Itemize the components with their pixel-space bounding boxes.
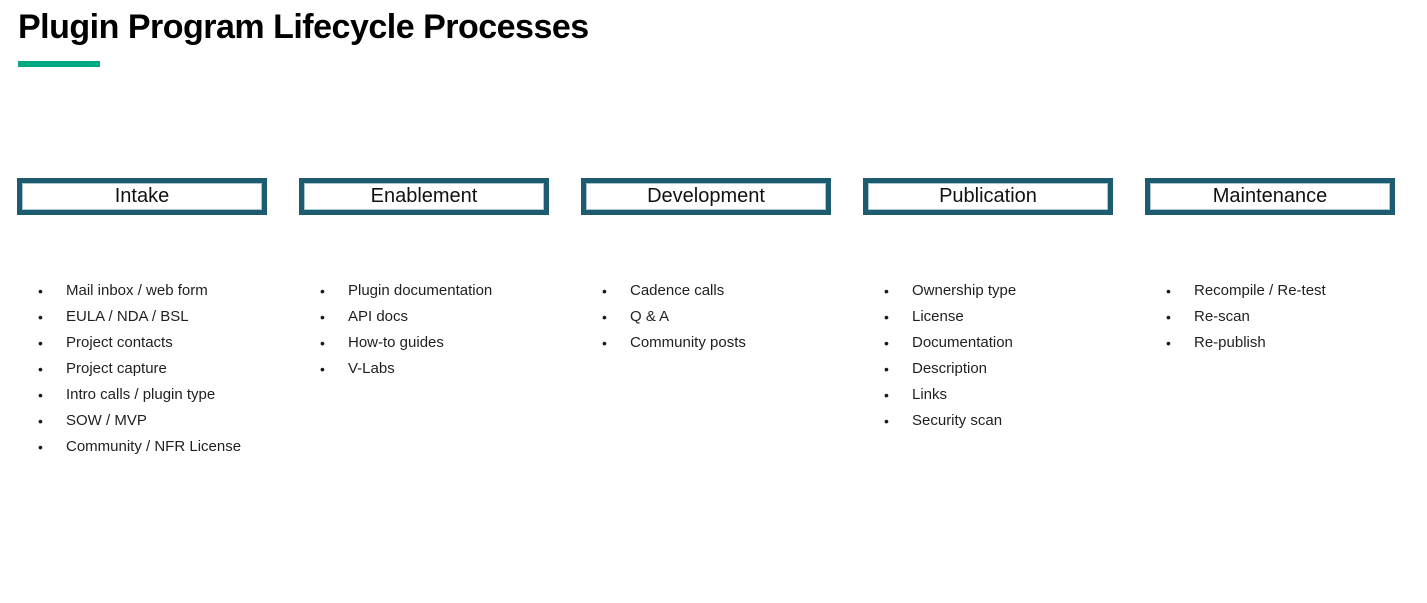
list-item: Mail inbox / web form (17, 278, 267, 304)
stage-column-development: Development Cadence calls Q & A Communit… (581, 178, 831, 460)
list-item: Links (863, 382, 1113, 408)
stage-list-development: Cadence calls Q & A Community posts (581, 278, 831, 356)
list-item: License (863, 304, 1113, 330)
list-item: Description (863, 356, 1113, 382)
list-item: Cadence calls (581, 278, 831, 304)
list-item: Security scan (863, 408, 1113, 434)
stage-column-enablement: Enablement Plugin documentation API docs… (299, 178, 549, 460)
stage-list-publication: Ownership type License Documentation Des… (863, 278, 1113, 434)
list-item: Recompile / Re-test (1145, 278, 1395, 304)
list-item: Re-scan (1145, 304, 1395, 330)
list-item: Plugin documentation (299, 278, 549, 304)
stage-header-publication: Publication (863, 178, 1113, 215)
list-item: Community posts (581, 330, 831, 356)
list-item: V-Labs (299, 356, 549, 382)
list-item: Project capture (17, 356, 267, 382)
list-item: Project contacts (17, 330, 267, 356)
stage-title: Publication (939, 184, 1037, 207)
list-item: How-to guides (299, 330, 549, 356)
stage-list-enablement: Plugin documentation API docs How-to gui… (299, 278, 549, 382)
list-item: Intro calls / plugin type (17, 382, 267, 408)
stage-header-development: Development (581, 178, 831, 215)
list-item: SOW / MVP (17, 408, 267, 434)
list-item: Re-publish (1145, 330, 1395, 356)
stage-list-intake: Mail inbox / web form EULA / NDA / BSL P… (17, 278, 267, 460)
list-item: EULA / NDA / BSL (17, 304, 267, 330)
list-item: Community / NFR License (17, 434, 267, 460)
stage-column-publication: Publication Ownership type License Docum… (863, 178, 1113, 460)
page-title: Plugin Program Lifecycle Processes (18, 8, 589, 46)
stage-list-maintenance: Recompile / Re-test Re-scan Re-publish (1145, 278, 1395, 356)
list-item: Q & A (581, 304, 831, 330)
list-item: Ownership type (863, 278, 1113, 304)
list-item: Documentation (863, 330, 1113, 356)
stage-title: Enablement (370, 184, 478, 207)
stage-header-maintenance: Maintenance (1145, 178, 1395, 215)
stage-header-intake: Intake (17, 178, 267, 215)
stage-title: Development (647, 184, 765, 207)
stage-title: Intake (114, 184, 170, 207)
stage-header-enablement: Enablement (299, 178, 549, 215)
lifecycle-columns: Intake Mail inbox / web form EULA / NDA … (17, 178, 1395, 460)
title-accent-bar (18, 61, 100, 67)
stage-column-maintenance: Maintenance Recompile / Re-test Re-scan … (1145, 178, 1395, 460)
list-item: API docs (299, 304, 549, 330)
stage-title: Maintenance (1212, 184, 1328, 207)
stage-column-intake: Intake Mail inbox / web form EULA / NDA … (17, 178, 267, 460)
